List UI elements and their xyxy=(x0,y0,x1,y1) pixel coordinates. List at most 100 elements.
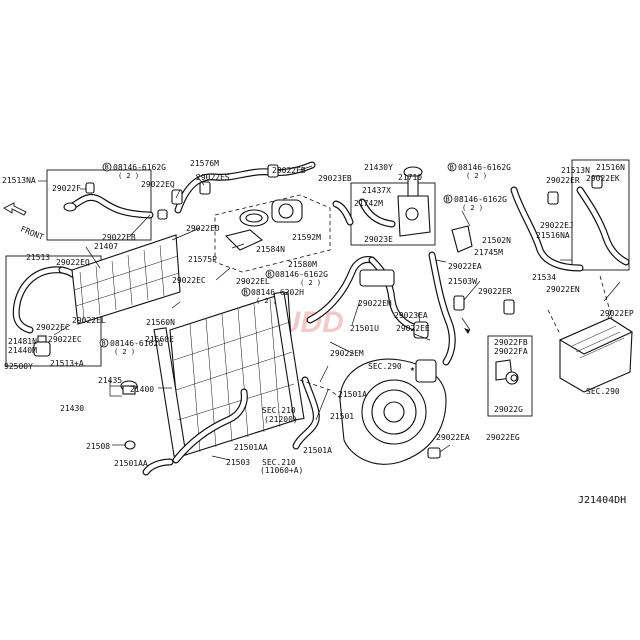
hose-29023EB xyxy=(332,200,354,226)
clamp-part-29022FB xyxy=(495,359,519,385)
label-21513: 21513 xyxy=(26,253,50,262)
label-29023E: 29023E xyxy=(364,235,393,244)
label-08146-mid: 08146-6162G xyxy=(275,270,328,279)
clamp-29022F xyxy=(85,182,95,194)
label-21513NA: 21513NA xyxy=(2,176,36,185)
label-21430: 21430 xyxy=(60,404,84,413)
label-29022ES: 29022ES xyxy=(196,173,230,182)
hose-group-box-right xyxy=(571,159,630,271)
connector-29022ER xyxy=(453,295,515,315)
bolt-clamp-set xyxy=(157,164,279,220)
svg-text:B: B xyxy=(102,340,106,348)
bracket-21745M xyxy=(451,225,473,253)
label-21503W: 21503W xyxy=(448,277,477,286)
pipe-29022EH xyxy=(359,269,395,287)
label-29022ER-b: 29022ER xyxy=(546,176,580,185)
upper-hose-21576M xyxy=(174,161,316,214)
label-29022FB: 29022FB xyxy=(494,338,528,347)
hose-21501U xyxy=(306,256,422,332)
svg-text:B: B xyxy=(446,196,450,204)
hose-21513N xyxy=(510,186,630,272)
label-29022EC-a: 29022EC xyxy=(172,276,206,285)
label-29022EP: 29022EP xyxy=(600,309,634,318)
label-21503: 21503 xyxy=(226,458,250,467)
reservoir-plug-21440M xyxy=(33,335,51,357)
svg-text:B: B xyxy=(105,164,109,172)
label-21481N: 21481N xyxy=(8,337,37,346)
label-29022EE: 29022EE xyxy=(396,324,430,333)
hose-group-box-top-left xyxy=(46,169,152,241)
clamp-29022ER-right xyxy=(547,175,603,205)
label-21430Y: 21430Y xyxy=(364,163,393,172)
sub-radiator-21407 xyxy=(71,234,181,325)
arrow-down-icon xyxy=(461,317,471,334)
label-2-low: ( 2 ) xyxy=(114,348,135,356)
clamp-29023EA xyxy=(413,321,429,339)
label-29022EH: 29022EH xyxy=(358,299,392,308)
thermostat-detail-box xyxy=(214,194,331,273)
reservoir-box xyxy=(350,182,436,246)
label-21400: 21400 xyxy=(130,385,154,394)
label-21575P: 21575P xyxy=(188,255,217,264)
label-sec210-a: SEC.210 xyxy=(262,406,296,415)
label-sec290-a: SEC.290 xyxy=(368,362,402,371)
label-21501AA-a: 21501AA xyxy=(114,459,148,468)
label-29022EQ-b: 29022EQ xyxy=(56,258,90,267)
drain-plug-21508 xyxy=(124,440,136,450)
label-29022EM: 29022EM xyxy=(330,349,364,358)
thermostat-housing-21592M xyxy=(239,199,303,227)
label-21513A: 21513+A xyxy=(50,359,84,368)
svg-text:B: B xyxy=(244,289,248,297)
label-08146-r1: 08146-6162G xyxy=(458,163,511,172)
label-21710: 21710 xyxy=(398,173,422,182)
svg-text:B: B xyxy=(268,271,272,279)
label-21745M: 21745M xyxy=(474,248,503,257)
label-29022G: 29022G xyxy=(494,405,523,414)
radiator-link-dash xyxy=(299,379,341,399)
label-08146-low: 08146-6162G xyxy=(110,339,163,348)
label-29022EL-a: 29022EL xyxy=(236,277,270,286)
label-sec210-b: SEC.210 xyxy=(262,458,296,467)
label-2-mid: ( 2 ) xyxy=(300,279,321,287)
label-29022ER-a: 29022ER xyxy=(478,287,512,296)
label-29022EB-b: 29022EB xyxy=(272,166,306,175)
label-29022EC-c: 29022EC xyxy=(48,335,82,344)
label-29022EB-a: 29022EB xyxy=(102,233,136,242)
label-2-r1: ( 2 ) xyxy=(466,172,487,180)
label-21513N: 21513N xyxy=(561,166,590,175)
label-21502N: 21502N xyxy=(482,236,511,245)
svg-text:B: B xyxy=(450,164,454,172)
label-21407: 21407 xyxy=(94,242,118,251)
label-sec290-b: SEC.290 xyxy=(586,387,620,396)
label-21516N: 21516N xyxy=(596,163,625,172)
label-29022EQ: 29022EQ xyxy=(141,180,175,189)
bolt-symbol-icon: B B B B B B xyxy=(99,162,457,348)
label-29022EJ: 29022EJ xyxy=(540,221,574,230)
label-21437X: 21437X xyxy=(362,186,391,195)
front-arrow-icon xyxy=(3,202,27,216)
label-21501AA-b: 21501AA xyxy=(234,443,268,452)
leader-lines xyxy=(38,165,621,461)
label-2-top: ( 2 ) xyxy=(118,172,139,180)
clamp-29022EA xyxy=(427,447,441,459)
label-21200: (21200) xyxy=(264,415,298,424)
label-21435: 21435 xyxy=(98,376,122,385)
label-21534: 21534 xyxy=(532,273,556,282)
label-08146-r2: 08146-6162G xyxy=(454,195,507,204)
label-29022EN: 29022EN xyxy=(546,285,580,294)
diagram-code: J21404DH xyxy=(578,495,626,506)
label-21584N: 21584N xyxy=(256,245,285,254)
label-29023EA: 29023EA xyxy=(394,311,428,320)
label-29022EK: 29022EK xyxy=(586,174,620,183)
motor-housing-sec290 xyxy=(339,358,447,465)
label-21580M: 21580M xyxy=(288,260,317,269)
label-21501A-b: 21501A xyxy=(303,446,332,455)
label-21516NA: 21516NA xyxy=(536,231,570,240)
label-21742M: 21742M xyxy=(354,199,383,208)
label-29023EB: 29023EB xyxy=(318,174,352,183)
label-21508: 21508 xyxy=(86,442,110,451)
water-inlet-21584N xyxy=(224,229,264,251)
label-21501U: 21501U xyxy=(350,324,379,333)
label-21440M: 21440M xyxy=(8,346,37,355)
label-21560E: 21560E xyxy=(145,335,174,344)
